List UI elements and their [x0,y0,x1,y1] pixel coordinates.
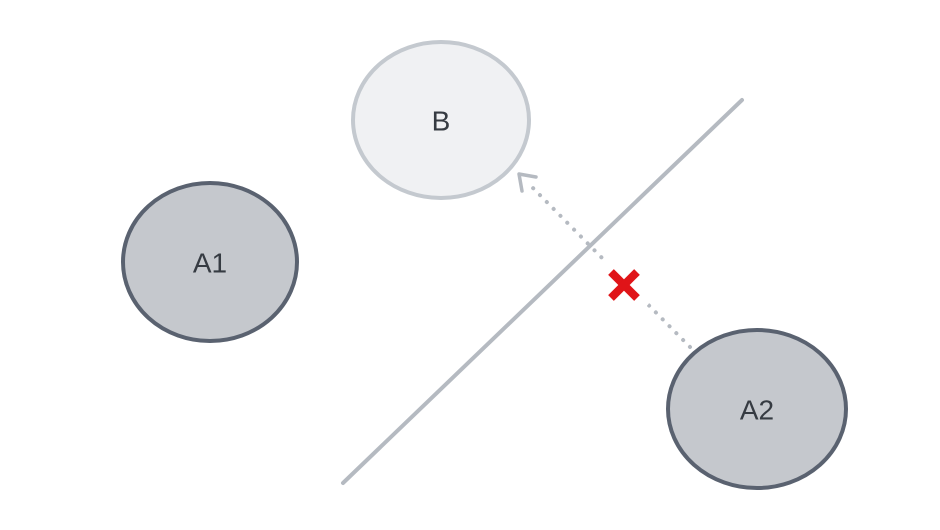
node-a1-label: A1 [193,248,227,279]
node-a2: A2 [666,328,848,490]
node-b-label: B [432,106,451,137]
cross-stroke-2 [608,269,640,301]
node-b-shape [351,40,531,200]
node-a1: A1 [121,181,299,343]
node-a1-shape [121,181,299,343]
node-a2-shape [666,328,848,490]
blocked-connector [517,172,692,349]
node-a2-label: A2 [740,395,774,426]
separator-line [341,98,744,485]
arrowhead-icon [517,172,538,193]
node-b: B [351,40,531,200]
cross-icon [608,269,640,301]
